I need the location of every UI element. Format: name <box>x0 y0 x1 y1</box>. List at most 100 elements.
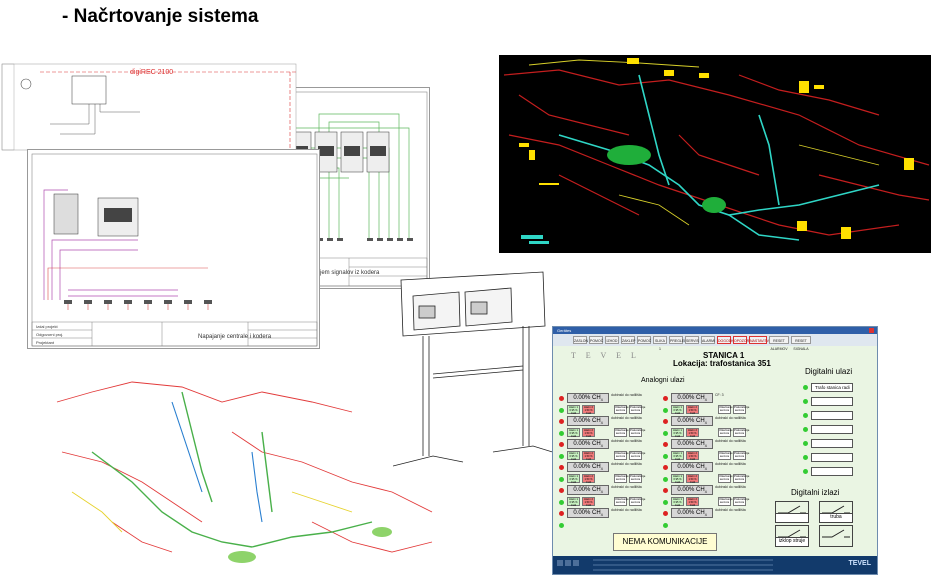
digital-in-title: Digitalni ulazi <box>805 367 853 376</box>
status-led <box>559 431 564 436</box>
digital-input-led <box>803 427 808 432</box>
switch-icon <box>822 529 850 538</box>
mine-map-dark <box>499 55 931 253</box>
alarm-2-threshold: Alarm 2 1.50 % CH4 <box>686 405 699 415</box>
digirec-label: digiREC 2100 <box>130 69 174 76</box>
titleblock-title: Napajanje centrale i kodera <box>198 334 272 340</box>
titleblock-label: Izdal projekt <box>36 324 58 329</box>
sensor-location: dubinski do radilišta <box>611 508 642 512</box>
toolbar-button[interactable]: PREGLED <box>669 336 687 344</box>
digital-input-led <box>803 399 808 404</box>
schematic-sheet-top: digiREC 2100 <box>0 62 300 152</box>
digital-out-title: Digitalni izlazi <box>791 488 840 497</box>
sensor-fault: Otkazivanje senzora <box>718 405 733 414</box>
sensor-panel: 0.00% CH4 dubinski do radilišta Alarm 1 … <box>663 462 753 484</box>
alarm-led <box>559 442 564 447</box>
toolbar-button[interactable]: ALARMI <box>701 336 715 344</box>
sensor-overrange: Prekoračenje senzora <box>629 428 646 437</box>
alarm-led <box>559 396 564 401</box>
communication-status: NEMA KOMUNIKACIJE <box>613 533 717 551</box>
toolbar-button[interactable]: NASTAVITVE <box>749 336 771 344</box>
toolbar-button[interactable]: RESET SIGNALA <box>791 336 811 351</box>
status-led <box>663 408 668 413</box>
status-led <box>663 523 668 528</box>
schematic-front-drawing <box>31 153 318 347</box>
scada-status-bar: TEVEL <box>553 556 877 574</box>
alarm-1-threshold: Alarm 1 0.95 % CH4 <box>567 497 580 507</box>
digital-input-box <box>811 425 853 434</box>
sensor-overrange: Prekoračenje senzora <box>733 428 750 437</box>
sensor-location: dubinski do radilišta <box>611 393 642 397</box>
ch4-reading: 0.00% CH4 <box>671 416 713 426</box>
sensor-fault: Otkazivanje senzora <box>718 428 733 437</box>
alarm-2-threshold: Alarm 2 1.50 % CH4 <box>686 428 699 438</box>
ch4-reading: 0.00% CH4 <box>671 508 713 518</box>
sensor-location: CF: 3 <box>715 393 724 397</box>
sensor-fault: Otkazivanje senzora <box>614 428 629 437</box>
sensor-panel: 0.00% CH4 dubinski do radilišta Alarm 1 … <box>663 485 753 507</box>
sensor-location: dubinski do radilišta <box>715 439 746 443</box>
toolbar-button[interactable]: IZHOD <box>605 336 619 344</box>
toolbar-button[interactable]: ZASLON <box>573 336 588 344</box>
alarm-led <box>663 488 668 493</box>
alarm-led <box>559 511 564 516</box>
toolbar-button[interactable]: OPOZORILA <box>733 336 754 344</box>
alarm-2-threshold: Alarm 2 1.50 % CH4 <box>686 474 699 484</box>
status-led <box>663 431 668 436</box>
sensor-location: dubinski do radilišta <box>611 439 642 443</box>
ch4-reading: 0.00% CH4 <box>567 485 609 495</box>
sensor-panel: 0.00% CH4 dubinski do radilišta Alarm 1 … <box>559 485 649 507</box>
status-led <box>663 477 668 482</box>
toolbar-button[interactable]: SERVIS <box>685 336 699 344</box>
titleblock-label: Odgovorni proj. <box>36 332 64 337</box>
sensor-location: dubinski do radilišta <box>715 485 746 489</box>
sensor-overrange: Prekoračenje senzora <box>629 474 646 483</box>
sensor-overrange: Prekoračenje senzora <box>629 451 646 460</box>
mine-map-light <box>52 372 435 574</box>
digital-output-switch[interactable] <box>775 501 809 523</box>
digital-input-box <box>811 397 853 406</box>
schematic-sheet-front: Izdal projekt Odgovorni proj. Projektant… <box>27 149 320 349</box>
sensor-overrange: Prekoračenje senzora <box>629 497 646 506</box>
sensor-panel: 0.00% CH4 dubinski do radilišta <box>663 508 753 530</box>
sensor-fault: Otkazivanje senzora <box>718 474 733 483</box>
ch4-reading: 0.00% CH4 <box>671 439 713 449</box>
sensor-location: dubinski do radilišta <box>715 508 746 512</box>
alarm-led <box>559 488 564 493</box>
sensor-location: dubinski do radilišta <box>715 462 746 466</box>
ch4-reading: 0.00% CH4 <box>567 439 609 449</box>
toolbar-button[interactable]: POMOČ <box>637 336 651 344</box>
alarm-1-threshold: Alarm 1 0.95 % CH4 <box>671 405 684 415</box>
digital-output-switch[interactable]: truba <box>819 501 853 523</box>
sensor-panel: 0.00% CH4 dubinski do radilišta Alarm 1 … <box>559 416 649 438</box>
slide-title: - Načrtovanje sistema <box>62 6 259 27</box>
toolbar-button[interactable]: DOGODKI <box>717 336 735 344</box>
digital-input-box: Trafo stanica radi <box>811 383 853 392</box>
sensor-fault: Otkazivanje senzora <box>614 497 629 506</box>
titleblock-title: Zajem signalov iz kodera <box>313 270 380 276</box>
ch4-reading: 0.00% CH4 <box>671 485 713 495</box>
toolbar-button[interactable]: ZAKLEP <box>621 336 635 344</box>
sensor-location: dubinski do radilišta <box>611 416 642 420</box>
event-log <box>557 559 773 571</box>
ch4-reading: 0.00% CH4 <box>671 462 713 472</box>
toolbar-button[interactable]: RESET ALARMOV <box>769 336 789 351</box>
digital-output-label: izklop struje <box>776 537 808 546</box>
digital-output-switch[interactable] <box>819 525 853 547</box>
alarm-1-threshold: Alarm 1 0.95 % CH4 <box>567 451 580 461</box>
mine-map-light-drawing <box>56 381 433 563</box>
digital-output-switch[interactable]: izklop struje <box>775 525 809 547</box>
toolbar-button[interactable]: POMOČ <box>589 336 603 344</box>
alarm-led <box>663 419 668 424</box>
sensor-overrange: Prekoračenje senzora <box>733 451 750 460</box>
digital-input-led <box>803 441 808 446</box>
digital-input-led <box>803 469 808 474</box>
digital-output-label: truba <box>820 513 852 522</box>
close-icon[interactable] <box>869 328 874 333</box>
status-led <box>559 454 564 459</box>
ch4-reading: 0.00% CH4 <box>671 393 713 403</box>
toolbar-button[interactable]: SLIKA 1 <box>653 336 667 351</box>
sensor-fault: Otkazivanje senzora <box>614 451 629 460</box>
digital-input-box <box>811 467 853 476</box>
scada-window: Gerätes ZASLON POMOČ IZHOD ZAKLEP POMOČ … <box>552 326 878 575</box>
